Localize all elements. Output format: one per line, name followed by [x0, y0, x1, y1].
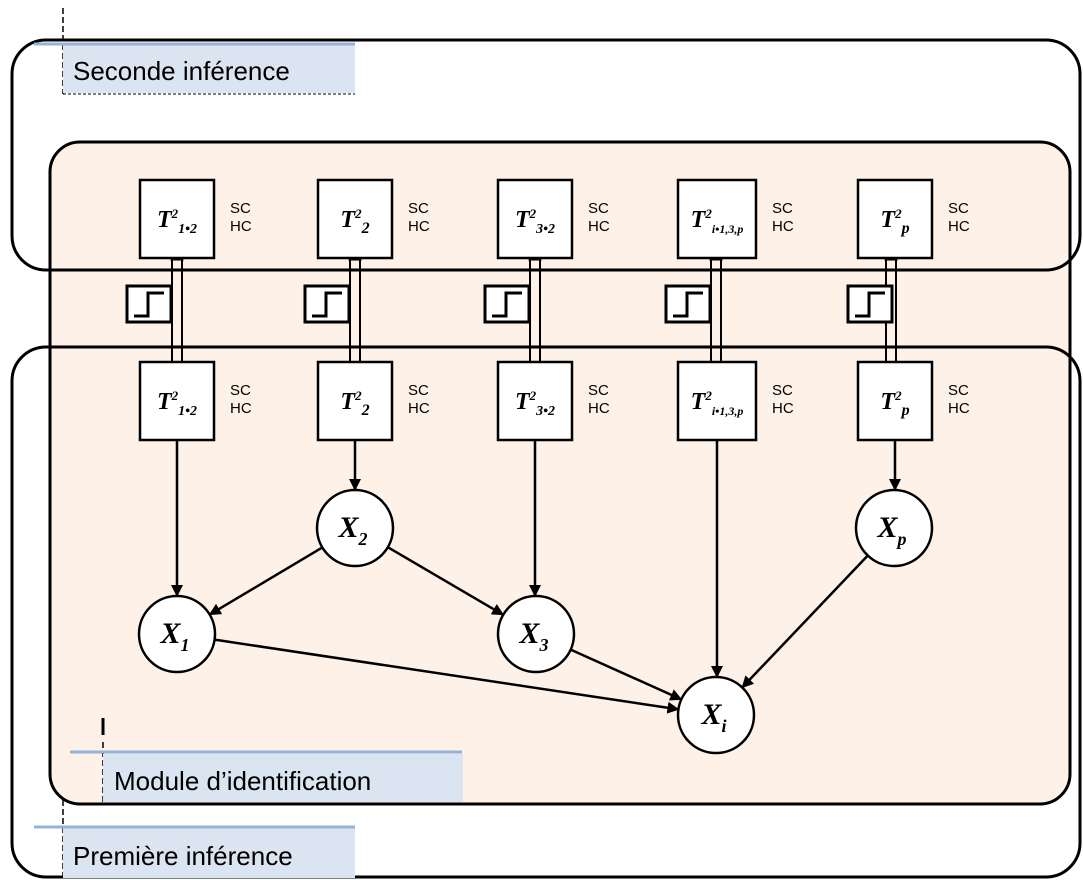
status-label-hc: HC [772, 400, 794, 417]
edge-x3-xi [570, 648, 683, 701]
identification-module-label: Module d’identification [114, 766, 371, 796]
second-inference-label: Seconde inférence [73, 56, 290, 86]
variable-node-x3: X3 [496, 594, 576, 674]
statistic-symbol: T22 [340, 206, 369, 237]
status-label-sc: SC [772, 382, 793, 399]
first-inference-container [10, 345, 1082, 879]
status-label-hc: HC [588, 218, 610, 235]
status-label-hc: HC [408, 400, 430, 417]
node-circle [315, 488, 395, 568]
statistic-symbol: T21•2 [157, 206, 197, 237]
variable-node-xp: Xp [854, 488, 934, 568]
variable-node-x1: X1 [137, 594, 217, 674]
statistic-box-frame [496, 178, 574, 260]
statistic-symbol: T2i•1,3,p [691, 388, 744, 418]
statistic-box-frame [316, 178, 394, 260]
network-edges [171, 440, 901, 714]
node-label: X3 [518, 617, 548, 655]
status-label-sc: SC [772, 200, 793, 217]
statistic-symbol: T22 [340, 388, 369, 419]
status-label-sc: SC [588, 200, 609, 217]
step-function-icon [303, 284, 351, 324]
status-label-hc: HC [408, 218, 430, 235]
status-label-sc: SC [230, 200, 251, 217]
status-label-hc: HC [772, 218, 794, 235]
edge-x1-xi [214, 638, 680, 714]
edge-xp-xi [741, 554, 869, 689]
status-label-sc: SC [948, 382, 969, 399]
status-label-sc: SC [948, 200, 969, 217]
step-function-icon [846, 284, 894, 324]
statistic-box-frame [496, 360, 574, 442]
status-label-hc: HC [588, 400, 610, 417]
statistic-box-frame [138, 178, 216, 260]
status-label-hc: HC [230, 218, 252, 235]
node-label: Xp [876, 511, 906, 549]
statistic-box-frame [676, 360, 758, 442]
statistic-box-frame [676, 178, 758, 260]
statistic-symbol: T2p [880, 388, 909, 419]
statistic-symbol: T2i•1,3,p [691, 206, 744, 236]
node-circle [854, 488, 934, 568]
statistic-symbol: T2p [880, 206, 909, 237]
status-label-sc: SC [230, 382, 251, 399]
statistic-symbol: T21•2 [157, 388, 197, 419]
status-label-sc: SC [408, 382, 429, 399]
step-function-icons [125, 284, 894, 324]
second-inference-container [10, 38, 1082, 272]
status-label-sc: SC [408, 200, 429, 217]
node-label: X1 [159, 617, 189, 655]
node-label: X2 [337, 511, 367, 549]
status-label-hc: HC [230, 400, 252, 417]
variable-node-x2: X2 [315, 488, 395, 568]
node-circle [676, 675, 756, 755]
node-circle [137, 594, 217, 674]
node-circle [496, 594, 576, 674]
variable-node-xi: Xi [676, 675, 756, 755]
step-function-icon [483, 284, 531, 324]
step-function-icon [125, 284, 173, 324]
status-label-hc: HC [948, 218, 970, 235]
status-label-hc: HC [948, 400, 970, 417]
first-inference-label: Première inférence [73, 841, 293, 871]
statistic-symbol: T23•2 [515, 388, 555, 419]
statistic-box-frame [856, 178, 934, 260]
identification-module-tab: Module d’identification [70, 718, 463, 803]
status-label-sc: SC [588, 382, 609, 399]
statistic-symbol: T23•2 [515, 206, 555, 237]
first-inference-tab: Première inférence [34, 800, 355, 878]
second-inference-tab: Seconde inférence [34, 42, 355, 95]
edge-x2-x1 [208, 546, 323, 616]
node-label: Xi [700, 698, 726, 736]
edge-x2-x3 [387, 546, 505, 616]
step-function-icon [664, 284, 712, 324]
